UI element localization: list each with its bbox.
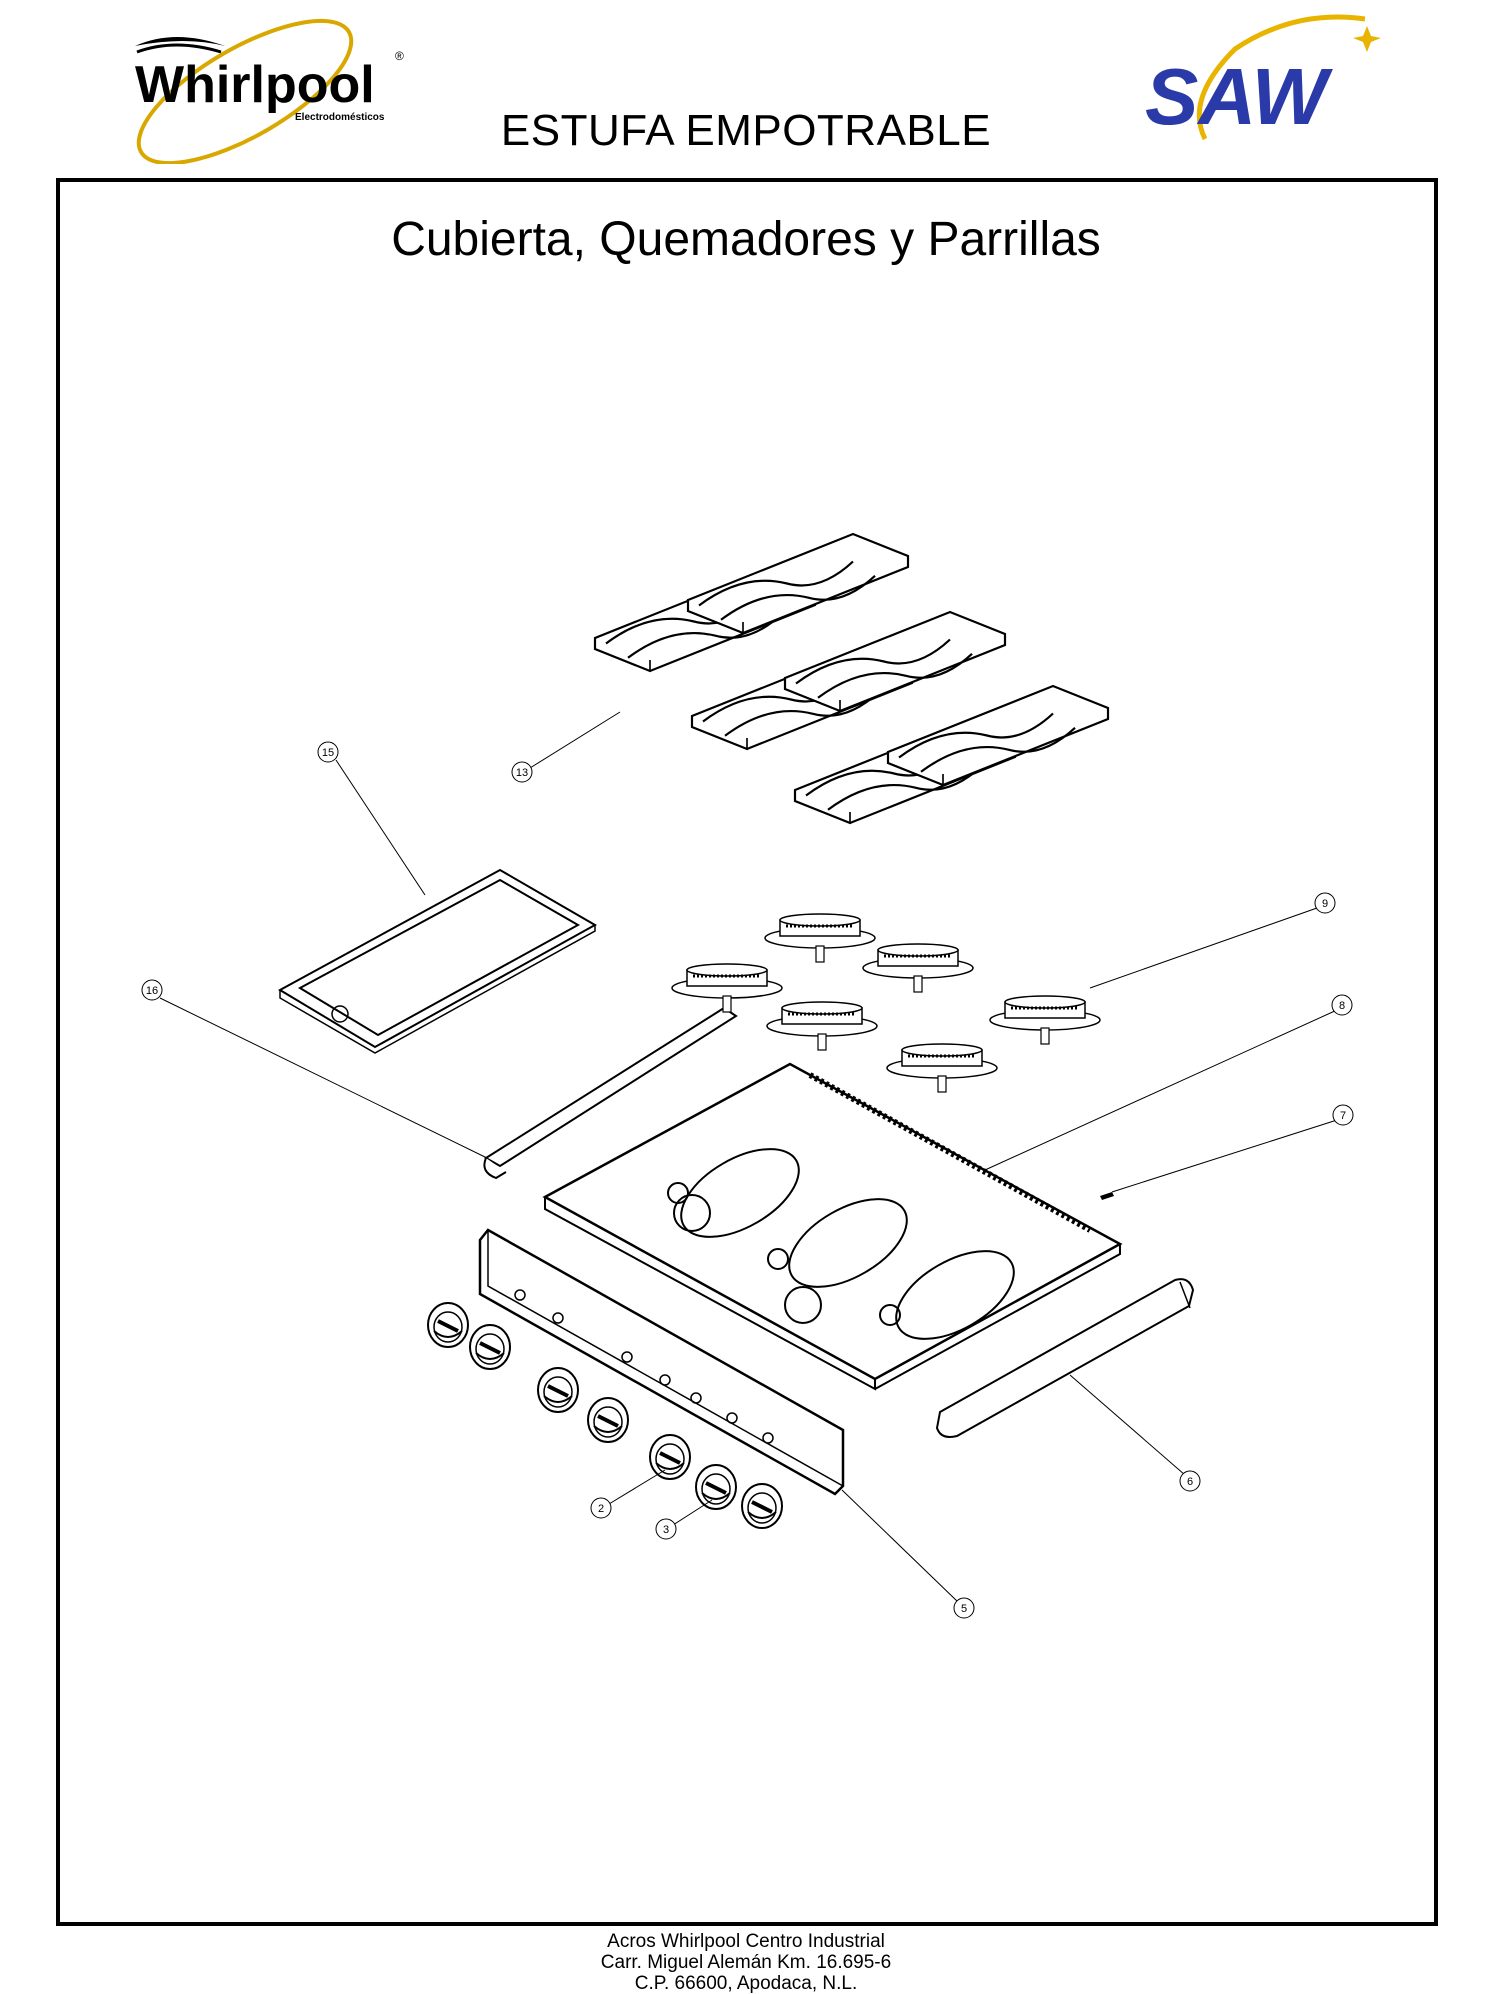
- svg-text:9: 9: [1322, 898, 1328, 910]
- saw-brand: SAW: [1145, 52, 1334, 141]
- svg-text:7: 7: [1340, 1110, 1346, 1122]
- registered-mark: ®: [395, 49, 404, 63]
- callout-8: 8: [1331, 994, 1353, 1016]
- footer-line-2: Carr. Miguel Alemán Km. 16.695-6: [600, 1952, 892, 1973]
- footer-line-3: C.P. 66600, Apodaca, N.L.: [634, 1973, 858, 1994]
- callout-6: 6: [1179, 1470, 1201, 1492]
- callout-5: 5: [953, 1597, 975, 1619]
- griddle-plate: [277, 868, 598, 1054]
- leader-lines: [159, 711, 1338, 1603]
- callout-9: 9: [1314, 892, 1336, 914]
- whirlpool-sub: Electrodomésticos: [295, 112, 385, 123]
- callout-7: 7: [1332, 1104, 1354, 1126]
- svg-text:13: 13: [516, 767, 528, 779]
- svg-text:5: 5: [961, 1603, 967, 1615]
- exploded-view-diagram: 15 13 16 9 8 7 6 2 3 5: [141, 532, 1354, 1619]
- callout-15: 15: [317, 741, 339, 763]
- svg-text:8: 8: [1339, 1000, 1345, 1012]
- document-title: ESTUFA EMPOTRABLE: [500, 106, 992, 155]
- cooktop-surface: [542, 1062, 1123, 1391]
- callout-2: 2: [590, 1497, 612, 1519]
- section-title: Cubierta, Quemadores y Parrillas: [391, 213, 1101, 266]
- control-panel: [478, 1228, 845, 1496]
- diagram-frame: [56, 178, 1438, 1926]
- screw: [1100, 1192, 1114, 1200]
- footer-address: Acros Whirlpool Centro Industrial Carr. …: [0, 1931, 1492, 1994]
- callout-3: 3: [655, 1518, 677, 1540]
- svg-text:2: 2: [598, 1503, 604, 1515]
- right-side-trim: [935, 1278, 1195, 1438]
- whirlpool-brand: Whirlpool: [135, 56, 375, 114]
- svg-text:16: 16: [146, 985, 158, 997]
- saw-logo-icon: SAW: [1145, 14, 1381, 141]
- footer-line-1: Acros Whirlpool Centro Industrial: [607, 1931, 885, 1952]
- callout-16: 16: [141, 979, 163, 1001]
- left-side-trim: [483, 1006, 738, 1180]
- callout-13: 13: [511, 761, 533, 783]
- grate-assembly: [593, 532, 1110, 825]
- svg-text:6: 6: [1187, 1476, 1193, 1488]
- callouts: 15 13 16 9 8 7 6 2 3 5: [141, 741, 1354, 1619]
- whirlpool-logo-icon: Whirlpool ® Electrodomésticos: [135, 18, 404, 164]
- svg-text:3: 3: [663, 1524, 669, 1536]
- burners: [670, 912, 1102, 1094]
- svg-text:15: 15: [322, 747, 334, 759]
